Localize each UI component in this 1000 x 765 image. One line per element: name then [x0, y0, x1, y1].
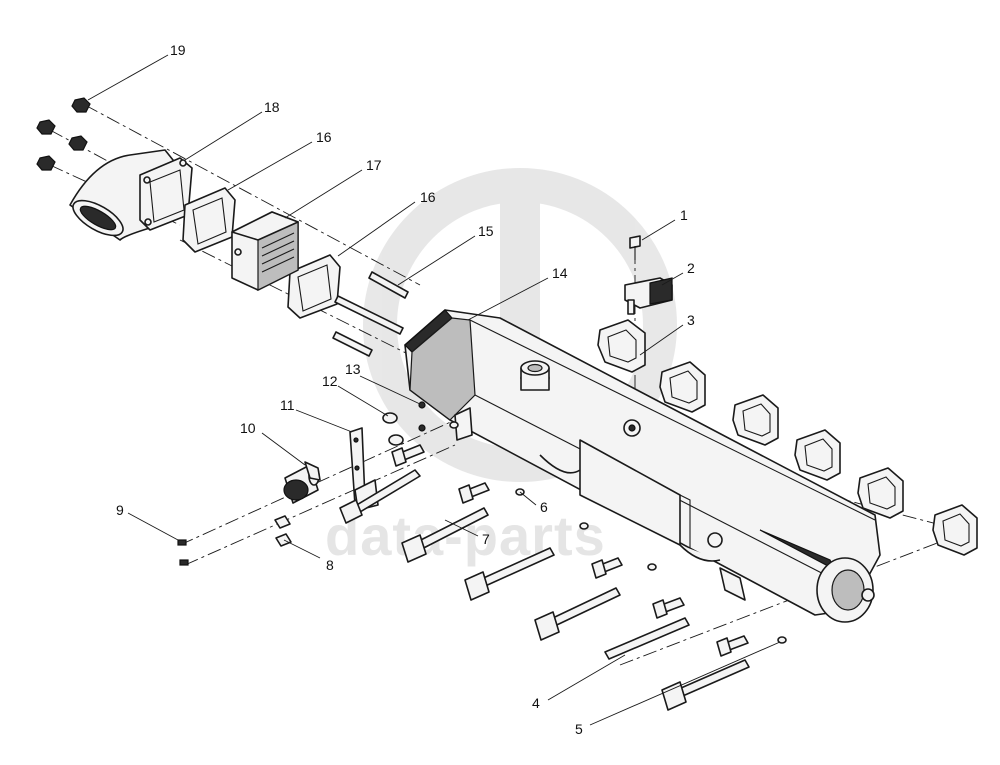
- adapter-housing: [231, 211, 299, 291]
- callout-5: 5: [575, 721, 583, 737]
- callout-2: 2: [687, 260, 695, 276]
- exhaust-manifold: [404, 309, 881, 623]
- callout-7: 7: [482, 531, 490, 547]
- callout-11: 11: [280, 397, 295, 413]
- callout-17: 17: [366, 157, 382, 173]
- callout-10: 10: [240, 420, 256, 436]
- watermark-text: data-parts: [325, 504, 606, 567]
- callout-18: 18: [264, 99, 280, 115]
- callout-15: 15: [478, 223, 494, 239]
- small-screws: [177, 515, 292, 566]
- callout-16-rear: 16: [420, 189, 436, 205]
- actuator: [283, 461, 321, 504]
- callout-12: 12: [322, 373, 338, 389]
- washers: [382, 401, 787, 644]
- callout-19: 19: [170, 42, 186, 58]
- manifold-gaskets: [597, 319, 978, 556]
- callout-labels: 19 18 16 17 16 15 14 1 2 3 13 12 11 10 9…: [116, 42, 695, 737]
- callout-8: 8: [326, 557, 334, 573]
- nuts: [36, 97, 91, 171]
- studs: [332, 271, 409, 357]
- elbow-pipe: [69, 149, 193, 241]
- callout-4: 4: [532, 695, 540, 711]
- short-bolts: [391, 444, 749, 657]
- callout-14: 14: [552, 265, 568, 281]
- long-bolts-sleeves: [339, 469, 750, 711]
- callout-13: 13: [345, 361, 361, 377]
- callout-16-front: 16: [316, 129, 332, 145]
- callout-3: 3: [687, 312, 695, 328]
- leader-lines: [87, 54, 781, 726]
- flange-gasket-rear: [287, 254, 341, 319]
- flange-gasket-front: [182, 187, 236, 253]
- callout-6: 6: [540, 499, 548, 515]
- callout-9: 9: [116, 502, 124, 518]
- callout-1: 1: [680, 207, 688, 223]
- pressure-sensor: [624, 235, 673, 315]
